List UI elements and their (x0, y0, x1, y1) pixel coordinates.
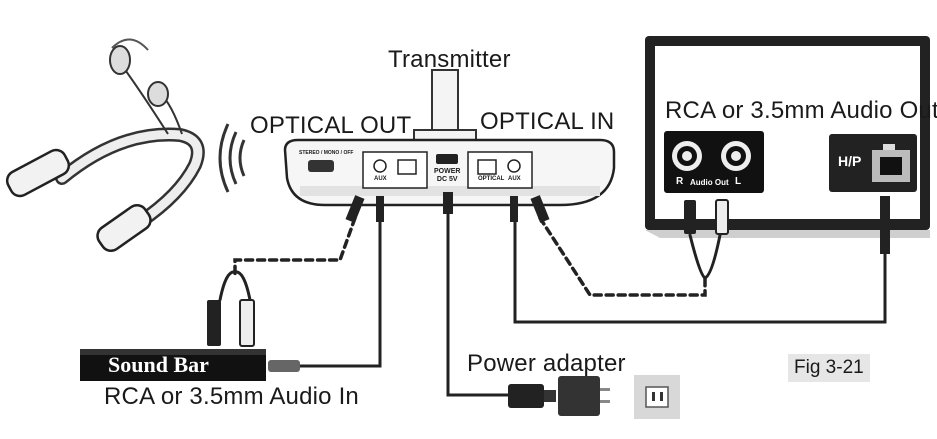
tv-rca-output-panel (664, 131, 764, 193)
plugs (207, 192, 890, 372)
transmitter-optical-in-port-label: OPTICAL (478, 176, 505, 182)
optical-out-label: OPTICAL OUT (250, 112, 412, 139)
optical-in-label: OPTICAL IN (480, 108, 615, 135)
figure-label: Fig 3-21 (788, 354, 870, 382)
power-adapter-label: Power adapter (467, 350, 626, 377)
transmitter-aux-in-label: AUX (508, 176, 521, 182)
tv-hp-optical-panel (829, 134, 917, 192)
tv-l-label: L (735, 176, 742, 187)
tv-hp-label: H/P (838, 153, 862, 169)
wall-outlet (634, 375, 680, 419)
wireless-signal-icon (218, 123, 246, 193)
cables (218, 210, 887, 397)
tv-audio-out-label: Audio Out (690, 178, 729, 187)
transmitter-aux-out-label: AUX (374, 176, 387, 182)
transmitter-switch-label: STEREO / MONO / OFF (299, 150, 354, 156)
neckband-headphones (5, 38, 205, 253)
transmitter (283, 69, 616, 207)
tv-r-label: R (676, 176, 684, 187)
power-adapter (508, 376, 610, 416)
soundbar-input-label: RCA or 3.5mm Audio In (104, 383, 359, 410)
transmitter-label: Transmitter (388, 46, 511, 73)
sound-bar (80, 349, 266, 381)
tv-output-label: RCA or 3.5mm Audio Out (665, 97, 937, 124)
sound-bar-title: Sound Bar (108, 352, 209, 377)
